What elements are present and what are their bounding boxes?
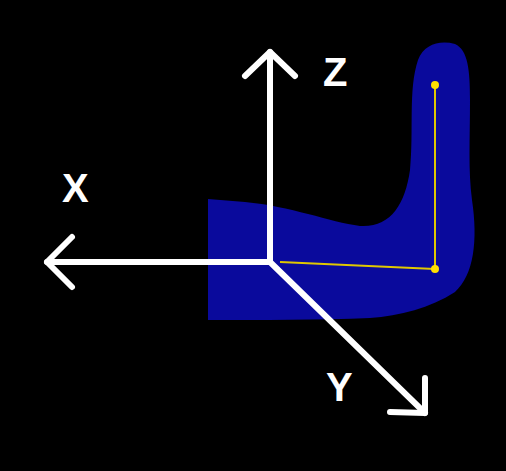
joint-dot bbox=[431, 81, 439, 89]
axis-label: Y bbox=[326, 367, 353, 407]
skeleton-segment bbox=[280, 262, 435, 269]
axis-label: X bbox=[62, 168, 89, 208]
axis-label: Z bbox=[323, 52, 347, 92]
y-axis bbox=[270, 262, 425, 413]
x-axis bbox=[47, 259, 270, 265]
z-axis bbox=[267, 52, 273, 262]
arrowhead bbox=[47, 237, 72, 287]
skeleton-segment bbox=[434, 85, 436, 269]
joint-dot bbox=[431, 265, 439, 273]
arm-point-cloud bbox=[208, 43, 475, 320]
arrowhead bbox=[245, 52, 295, 76]
arrowhead bbox=[390, 378, 425, 413]
